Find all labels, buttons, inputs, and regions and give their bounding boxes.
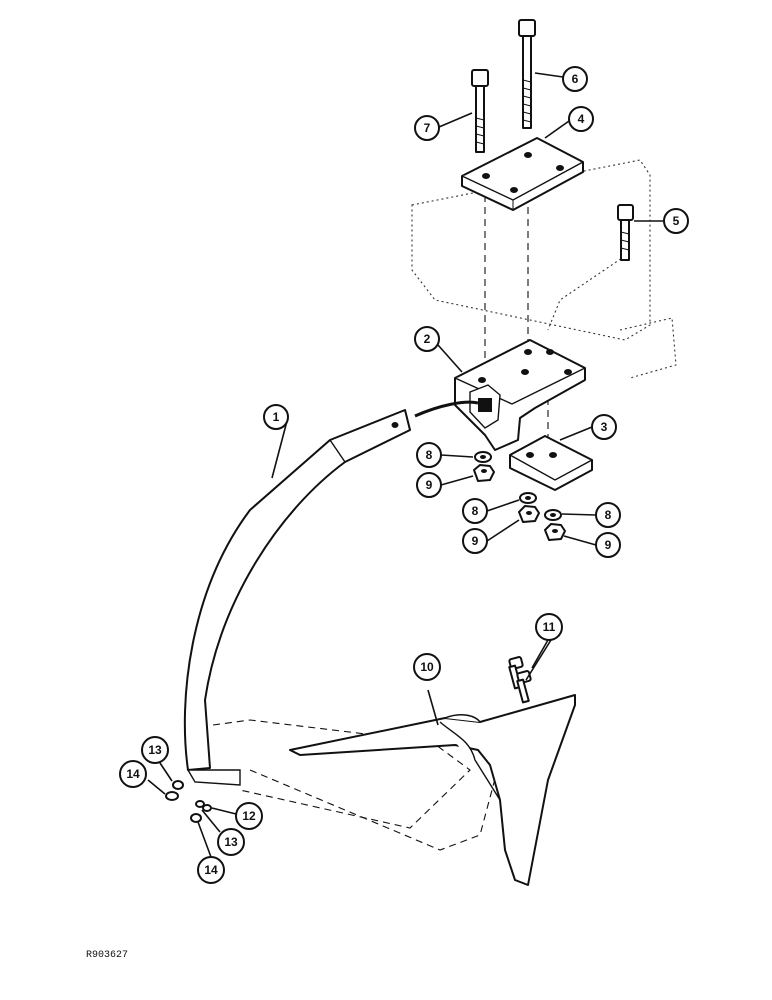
callout-8-b: 8 xyxy=(462,498,488,524)
shank-1 xyxy=(183,400,479,786)
hardware-small xyxy=(165,780,212,823)
callout-1: 1 xyxy=(263,404,289,430)
callout-label: 14 xyxy=(204,863,218,877)
callout-9-a: 9 xyxy=(416,472,442,498)
callout-label: 1 xyxy=(273,410,280,424)
callout-13-b: 13 xyxy=(217,828,245,856)
callout-label: 10 xyxy=(420,660,434,674)
nut-9-b xyxy=(518,505,540,523)
callout-8-a: 8 xyxy=(416,442,442,468)
callout-label: 8 xyxy=(472,504,479,518)
bolt-7 xyxy=(471,69,489,153)
callout-11: 11 xyxy=(535,613,563,641)
bolt-6 xyxy=(518,19,536,129)
bracket-2 xyxy=(454,339,586,451)
callout-label: 12 xyxy=(242,809,256,823)
callout-7: 7 xyxy=(414,115,440,141)
callout-label: 2 xyxy=(424,332,431,346)
callout-4: 4 xyxy=(568,106,594,132)
nut-9-a xyxy=(473,464,495,482)
callout-14-a: 14 xyxy=(119,760,147,788)
nut-9-c xyxy=(544,523,566,541)
callout-label: 6 xyxy=(572,72,579,86)
plate-4 xyxy=(461,137,584,211)
plate-3 xyxy=(509,435,593,491)
callout-label: 7 xyxy=(424,121,431,135)
callout-label: 9 xyxy=(605,538,612,552)
bolt-5 xyxy=(617,204,634,261)
figure-code: R903627 xyxy=(86,950,129,961)
callout-label: 11 xyxy=(543,620,556,634)
washer-8-b xyxy=(519,492,537,504)
callout-label: 8 xyxy=(426,448,433,462)
callout-5: 5 xyxy=(663,208,689,234)
sweep-10 xyxy=(289,694,576,886)
callout-label: 3 xyxy=(601,420,608,434)
frame-outline xyxy=(411,159,677,379)
callout-12: 12 xyxy=(235,802,263,830)
washer-8-c xyxy=(544,509,562,521)
callout-label: 13 xyxy=(224,835,238,849)
callout-9-b: 9 xyxy=(462,528,488,554)
leader-lines xyxy=(147,72,664,858)
callout-label: 4 xyxy=(578,112,585,126)
callout-label: 8 xyxy=(605,508,612,522)
callout-2: 2 xyxy=(414,326,440,352)
callout-label: 9 xyxy=(472,534,479,548)
callout-9-c: 9 xyxy=(595,532,621,558)
callout-13-a: 13 xyxy=(141,736,169,764)
callout-label: 9 xyxy=(426,478,433,492)
callout-label: 13 xyxy=(148,743,162,757)
bolts-11 xyxy=(508,656,532,704)
callout-14-b: 14 xyxy=(197,856,225,884)
callout-label: 5 xyxy=(673,214,680,228)
callout-8-c: 8 xyxy=(595,502,621,528)
callout-10: 10 xyxy=(413,653,441,681)
callout-6: 6 xyxy=(562,66,588,92)
washer-8-a xyxy=(474,451,492,463)
callout-3: 3 xyxy=(591,414,617,440)
callout-label: 14 xyxy=(126,767,140,781)
